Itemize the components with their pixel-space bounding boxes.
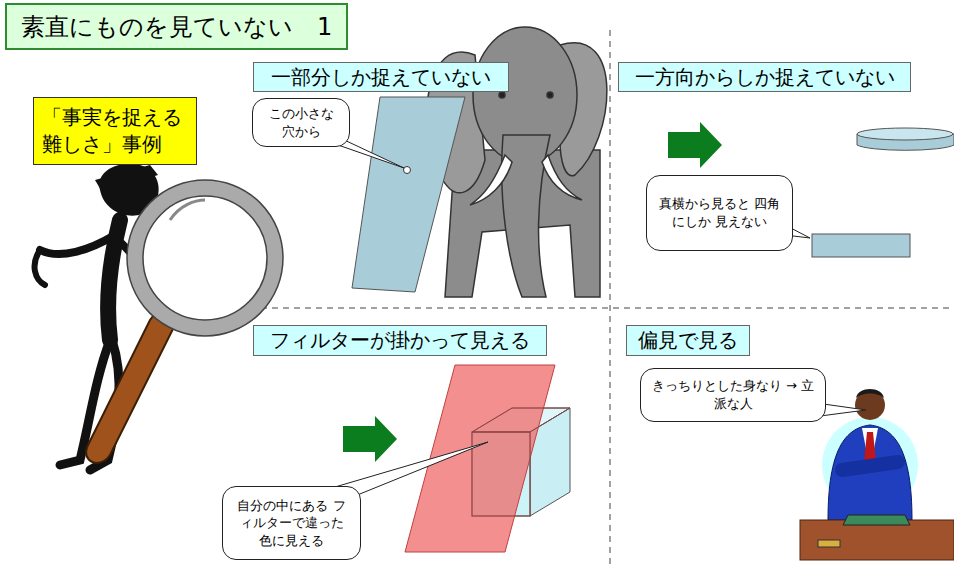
- section-heading: 一方向からしか捉えていない: [618, 62, 911, 92]
- filter-sheet: [405, 365, 555, 552]
- node-text: 真横から見ると 四角にしか 見えない: [655, 195, 784, 230]
- small-hole: [404, 167, 411, 174]
- section-heading: 偏見で見る: [626, 325, 750, 356]
- divider: [250, 308, 954, 309]
- speech-bubble: この小さな 穴から: [252, 98, 350, 147]
- arrow-symbol: [668, 122, 722, 168]
- node-text: 一方向からしか捉えていない: [635, 64, 895, 91]
- section-heading: フィルターが掛かって見える: [253, 325, 547, 356]
- node-text: 「事実を捉える 難しさ」事例: [42, 104, 188, 158]
- node-text: 自分の中にある フィルターで違った 色に見える: [231, 497, 352, 550]
- detective-figure: [35, 164, 283, 470]
- speech-bubble: 真横から見ると 四角にしか 見えない: [646, 175, 793, 251]
- node-text: この小さな 穴から: [261, 105, 341, 140]
- speech-bubble: 自分の中にある フィルターで違った 色に見える: [222, 486, 361, 560]
- side-view-rect: [812, 234, 910, 257]
- speech-bubble: きっちりとした身なり → 立派な人: [640, 368, 826, 422]
- node-text: 偏見で見る: [638, 327, 738, 354]
- title-box: 素直にものを見ていない 1: [5, 3, 348, 50]
- title-text: 素直にものを見ていない 1: [21, 11, 332, 43]
- node-text: 一部分しか捉えていない: [271, 64, 491, 91]
- cube-outline: [472, 408, 570, 516]
- node-text: フィルターが掛かって見える: [270, 327, 530, 354]
- theme-box: 「事実を捉える 難しさ」事例: [33, 97, 197, 165]
- callout-tail: [318, 138, 866, 500]
- arrow-symbol: [343, 416, 397, 462]
- divider: [610, 30, 611, 565]
- section-heading: 一部分しか捉えていない: [253, 62, 509, 92]
- node-text: きっちりとした身なり → 立派な人: [649, 377, 817, 412]
- viewing-panel: [352, 97, 465, 292]
- disc-shape: [857, 128, 954, 150]
